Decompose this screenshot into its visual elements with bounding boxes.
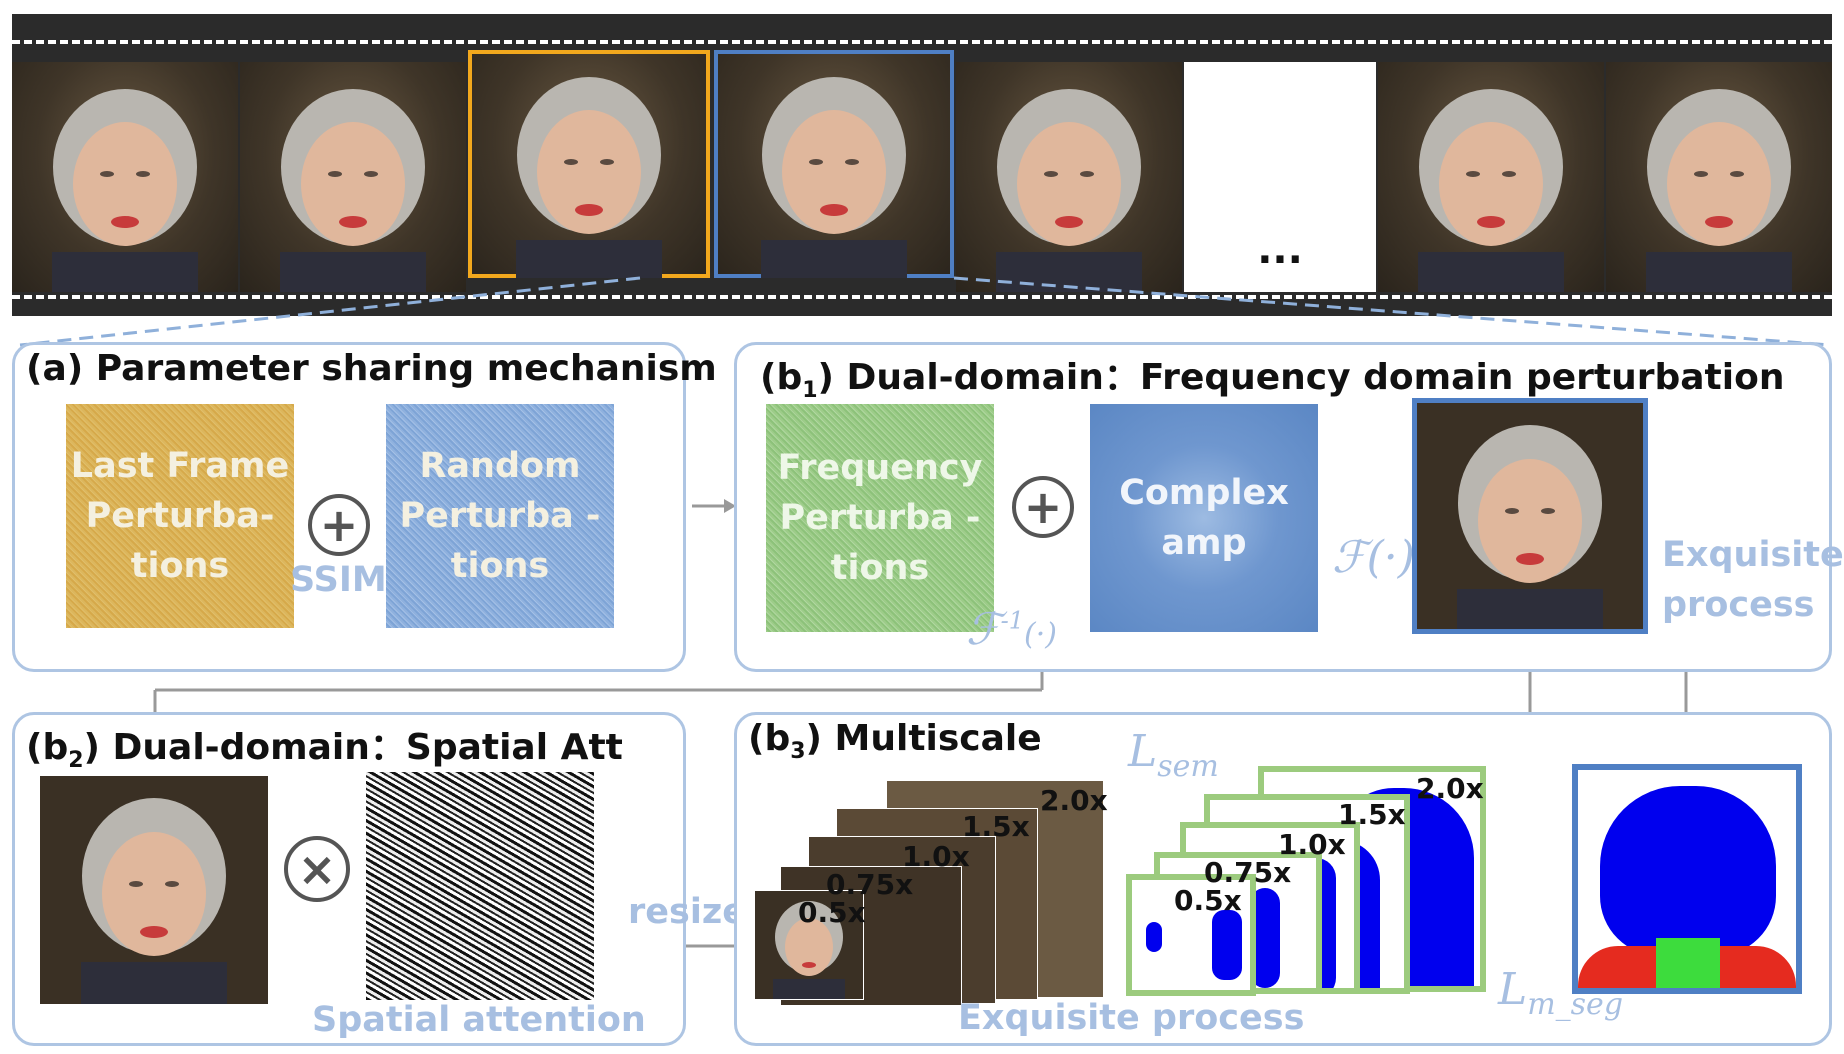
fourier-transform-label: ℱ(·) (1332, 532, 1415, 583)
face-image (996, 89, 1142, 292)
ssim-label: SSIM (290, 560, 387, 600)
perturbed-frame-image (40, 776, 268, 1004)
plus-operator-icon: + (1012, 476, 1074, 538)
input-frame-image (1412, 398, 1648, 634)
ground-truth-seg-mask (1572, 764, 1802, 994)
random-perturbation-label: Random Perturba -tions (399, 446, 601, 586)
exquisite-process-bottom-label: Exquisite process (958, 998, 1305, 1038)
multiply-operator-icon: × (284, 836, 350, 902)
face-image (1646, 89, 1792, 292)
plus-symbol: + (1023, 480, 1063, 534)
video-frame-1 (12, 62, 238, 292)
seg-label-1.0x: 1.0x (1278, 828, 1346, 861)
film-perforation-bottom (12, 295, 1832, 299)
face-image (1418, 89, 1564, 292)
scale-image-0.5x (754, 890, 864, 1000)
ellipsis-text: ... (1257, 227, 1303, 273)
panel-b1-title: (b1) Dual-domain：Frequency domain pertur… (760, 357, 1785, 404)
face-image (761, 77, 907, 278)
plus-symbol: + (319, 498, 359, 552)
seg-label-0.75x: 0.75x (1204, 856, 1292, 889)
segmentation-loss-label: Lm_seg (1498, 964, 1624, 1022)
video-frame-5 (956, 62, 1182, 292)
seg-label-0.5x: 0.5x (1174, 884, 1242, 917)
multiply-symbol: × (297, 842, 337, 896)
video-frame-8 (1606, 62, 1832, 292)
frequency-perturbation-box: Frequency Perturba -tions (766, 404, 994, 632)
face-image (280, 89, 426, 292)
video-frame-2 (240, 62, 466, 292)
face-image (81, 798, 227, 1004)
seg-mask-0.5x (1126, 874, 1256, 996)
scale-label-0.5x: 0.5x (798, 896, 866, 929)
complex-amplitude-box: Complex amp (1090, 404, 1318, 632)
spatial-attention-label: Spatial attention (312, 1000, 646, 1040)
face-image (773, 901, 845, 999)
scale-label-2.0x: 2.0x (1040, 784, 1108, 817)
panel-b3-title: (b3) Multiscale (748, 718, 1042, 765)
frequency-perturbation-label: Frequency Perturba -tions (777, 448, 983, 588)
exquisite-process-label: Exquisite process (1662, 535, 1844, 625)
video-frame-4-current (714, 50, 954, 278)
face-image (52, 89, 198, 292)
seg-label-2.0x: 2.0x (1416, 772, 1484, 805)
inverse-fourier-label: ℱ-1(·) (966, 604, 1057, 655)
video-frame-ellipsis: ... (1184, 62, 1376, 292)
plus-operator-icon: + (308, 494, 370, 556)
seg-label-1.5x: 1.5x (1338, 798, 1406, 831)
spatial-attention-map (366, 772, 594, 1000)
scale-label-0.75x: 0.75x (826, 868, 914, 901)
resize-label: resize (628, 892, 746, 932)
scale-label-1.5x: 1.5x (962, 810, 1030, 843)
video-frame-7 (1378, 62, 1604, 292)
last-frame-perturbation-label: Last Frame Perturba-tions (70, 446, 290, 586)
face-image (1457, 425, 1603, 629)
film-perforation-top (12, 40, 1832, 44)
last-frame-perturbation-box: Last Frame Perturba-tions (66, 404, 294, 628)
complex-amplitude-label: Complex amp (1119, 473, 1289, 563)
panel-b2-title: (b2) Dual-domain：Spatial Att (26, 727, 623, 774)
scale-label-1.0x: 1.0x (902, 840, 970, 873)
face-image (516, 77, 662, 278)
video-frame-3-last (468, 50, 710, 278)
random-perturbation-box: Random Perturba -tions (386, 404, 614, 628)
panel-a-title: (a) Parameter sharing mechanism (26, 348, 717, 389)
semantic-loss-label: Lsem (1128, 726, 1219, 784)
